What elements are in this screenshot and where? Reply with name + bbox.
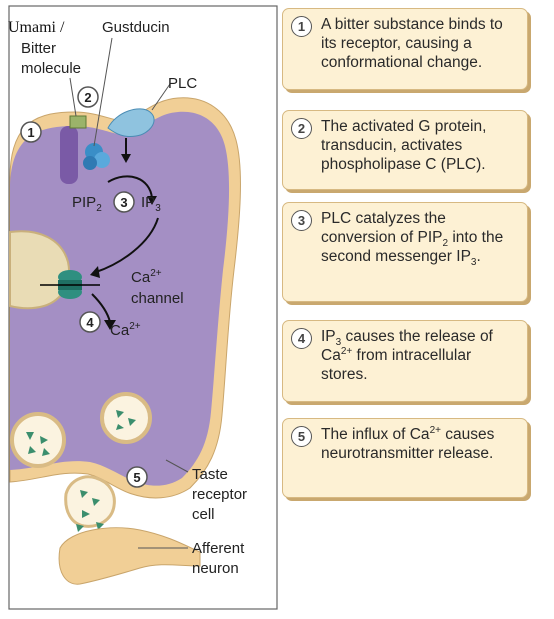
badge-2 bbox=[77, 86, 99, 108]
gustducin-label: Gustducin bbox=[102, 19, 170, 36]
fusing-vesicle bbox=[64, 475, 116, 528]
gustducin-g-protein bbox=[83, 143, 110, 170]
pip2-ip3-arrow bbox=[107, 175, 153, 199]
ip3-label: IP3 bbox=[141, 194, 161, 214]
neuron-label: neuron bbox=[192, 560, 239, 577]
step-5-number: 5 bbox=[291, 426, 312, 447]
cell-label: cell bbox=[192, 506, 215, 523]
badge-1-text: 1 bbox=[27, 125, 34, 140]
taste-label: Taste bbox=[192, 466, 228, 483]
badge-3-text: 3 bbox=[120, 195, 127, 210]
ip3-channel-arrow bbox=[95, 217, 159, 273]
step-2-text: The activated G protein, transducin, act… bbox=[321, 118, 487, 173]
taste-receptor-cell bbox=[9, 97, 241, 499]
released-neurotransmitter bbox=[76, 490, 104, 532]
step-4-text: IP3 causes the release of Ca2+ from intr… bbox=[321, 328, 493, 383]
ca-ion-label: Ca2+ bbox=[110, 321, 141, 339]
vesicle bbox=[10, 412, 66, 468]
badge-5-text: 5 bbox=[133, 470, 140, 485]
vesicles bbox=[10, 392, 152, 468]
pip2-label: PIP2 bbox=[72, 194, 102, 214]
step-1-text: A bitter substance binds to its receptor… bbox=[321, 16, 503, 71]
umami-label: Umami / bbox=[8, 19, 65, 36]
step-5-text: The influx of Ca2+ causes neurotransmitt… bbox=[321, 424, 495, 462]
channel-label: channel bbox=[131, 290, 184, 307]
step-5-box: 5 The influx of Ca2+ causes neurotransmi… bbox=[282, 418, 528, 498]
step-3-box: 3 PLC catalyzes the conversion of PIP2 i… bbox=[282, 202, 528, 302]
neurotransmitter-cluster bbox=[26, 410, 136, 456]
plc-label: PLC bbox=[168, 75, 197, 92]
bitter-label: Bitter bbox=[21, 40, 56, 57]
badge-2-text: 2 bbox=[84, 90, 91, 105]
badge-4 bbox=[79, 311, 101, 333]
step-4-box: 4 IP3 causes the release of Ca2+ from in… bbox=[282, 320, 528, 402]
badge-4-text: 4 bbox=[86, 315, 94, 330]
ca-release-arrow bbox=[91, 293, 111, 323]
step-2-box: 2 The activated G protein, transducin, a… bbox=[282, 110, 528, 190]
afferent-neuron bbox=[58, 527, 201, 585]
plc-enzyme bbox=[107, 108, 155, 137]
step-4-number: 4 bbox=[291, 328, 312, 349]
step-badges: 1 2 3 4 5 bbox=[20, 86, 148, 488]
badge-5 bbox=[126, 466, 148, 488]
step-1-box: 1 A bitter substance binds to its recept… bbox=[282, 8, 528, 90]
pathway-arrows bbox=[40, 138, 159, 323]
step-1-number: 1 bbox=[291, 16, 312, 37]
leader-lines bbox=[69, 37, 189, 549]
taste-receptor bbox=[60, 126, 78, 184]
step-3-text: PLC catalyzes the conversion of PIP2 int… bbox=[321, 210, 504, 269]
bitter-molecule bbox=[69, 115, 87, 129]
receptor-label: receptor bbox=[192, 486, 247, 503]
afferent-label: Afferent bbox=[192, 540, 245, 557]
vesicle bbox=[100, 392, 152, 444]
badge-3 bbox=[113, 191, 135, 213]
ca-channel-label: Ca2+ bbox=[131, 268, 162, 286]
arrowheads bbox=[90, 154, 157, 330]
badge-1 bbox=[20, 121, 42, 143]
step-2-number: 2 bbox=[291, 118, 312, 139]
step-3-number: 3 bbox=[291, 210, 312, 231]
molecule-label: molecule bbox=[21, 60, 81, 77]
